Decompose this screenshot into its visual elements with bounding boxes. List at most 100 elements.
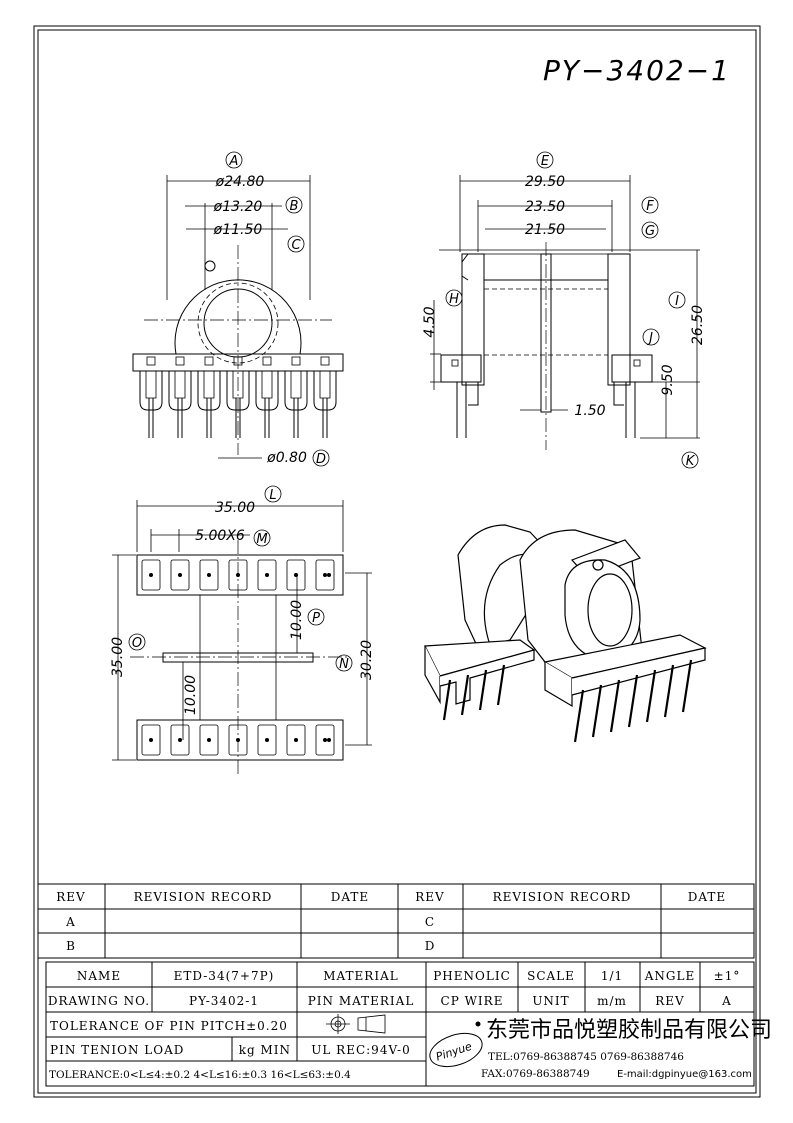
- bottom-pad-hole: [207, 573, 211, 577]
- scale-value: 1/1: [601, 969, 623, 983]
- company-email: E-mail:dgpinyue@163.com: [617, 1069, 752, 1080]
- balloon-p: P: [312, 611, 320, 626]
- svg-text:Pinyue: Pinyue: [434, 1040, 473, 1064]
- pin-tension-value: kg MIN: [239, 1043, 291, 1057]
- inner-frame: [37, 29, 757, 1094]
- bottom-pad-hole: [323, 738, 327, 742]
- balloon-g: G: [645, 224, 655, 239]
- side-view: 29.50 23.50 21.50 26.50 9.50 4.50 1.50 E…: [422, 151, 706, 469]
- bottom-pad: [141, 724, 161, 756]
- bottom-pad-hole: [178, 573, 182, 577]
- drawing-no-value: PY-3402-1: [189, 994, 259, 1008]
- dim-value-c: ø11.50: [213, 222, 263, 238]
- bottom-pad-hole: [207, 738, 211, 742]
- bottom-pad: [257, 724, 277, 756]
- front-pin-body: [226, 371, 250, 411]
- front-pin-slot: [174, 371, 186, 399]
- pin-material-value: CP WIRE: [441, 994, 504, 1008]
- part-number-title: PY−3402−1: [543, 54, 731, 87]
- balloon-e: E: [541, 154, 550, 169]
- scale-label: SCALE: [527, 969, 575, 983]
- revision-record-header-2: REVISION RECORD: [493, 890, 632, 904]
- iso-pin: [645, 669, 657, 723]
- bottom-pad-hole: [149, 738, 153, 742]
- iso-pin: [591, 684, 603, 738]
- pin-material-label: PIN MATERIAL: [308, 994, 415, 1008]
- bottom-pad: [141, 559, 161, 591]
- front-pin-body: [313, 371, 337, 411]
- balloon-j: J: [646, 331, 653, 346]
- bottom-pad-hole: [323, 573, 327, 577]
- dim-value-a: ø24.80: [215, 174, 265, 190]
- iso-pin: [663, 664, 675, 718]
- bottom-pad: [170, 559, 190, 591]
- dim-value-m: 5.00X6: [195, 528, 245, 544]
- iso-pin: [478, 669, 488, 711]
- front-pin-hole: [262, 356, 272, 366]
- bottom-pad: [199, 724, 219, 756]
- front-pin-slot: [203, 371, 215, 399]
- bottom-pad: [315, 559, 335, 591]
- front-view: ø24.80 ø13.20 ø11.50 ø0.80 A B C D: [132, 151, 344, 467]
- dim-value-e: 29.50: [525, 174, 565, 190]
- bottom-pad-hole: [149, 573, 153, 577]
- company-name: 东莞市品悦塑胶制品有限公司: [486, 1018, 772, 1043]
- rev-value: A: [721, 994, 732, 1008]
- revision-table: REV REVISION RECORD DATE REV REVISION RE…: [37, 883, 755, 959]
- balloon-k: K: [686, 454, 696, 469]
- front-pin-body: [168, 371, 192, 411]
- iso-pin: [460, 674, 470, 716]
- iso-pin: [573, 689, 585, 743]
- front-pin-hole: [291, 356, 301, 366]
- angle-value: ±1°: [714, 969, 741, 983]
- company-tel: TEL:0769-86388745 0769-86388746: [488, 1051, 684, 1063]
- dim-value-d: ø0.80: [266, 450, 307, 466]
- dim-value-h: 4.50: [422, 306, 438, 337]
- bottom-pad: [257, 559, 277, 591]
- date-header-2: DATE: [688, 890, 726, 904]
- pin-tension-label: PIN TENION LOAD: [50, 1043, 184, 1057]
- front-pin-slot: [232, 371, 244, 399]
- material-label: MATERIAL: [323, 969, 398, 983]
- iso-pin: [627, 674, 639, 728]
- bottom-pad: [315, 724, 335, 756]
- dim-value-k: 9.50: [660, 364, 676, 395]
- front-pin-slot: [319, 371, 331, 399]
- balloon-h: H: [449, 292, 459, 307]
- front-pin-hole: [320, 356, 330, 366]
- revision-record-header-1: REVISION RECORD: [134, 890, 273, 904]
- drawing-no-label: DRAWING NO.: [48, 994, 150, 1008]
- angle-label: ANGLE: [644, 969, 695, 983]
- date-header-1: DATE: [331, 890, 369, 904]
- name-label: NAME: [77, 969, 121, 983]
- iso-pin: [609, 679, 621, 733]
- bottom-pad: [199, 559, 219, 591]
- bottom-pad-hole: [178, 738, 182, 742]
- bottom-pad-hole: [265, 738, 269, 742]
- front-pin-body: [197, 371, 221, 411]
- bottom-pad-hole: [265, 573, 269, 577]
- bottom-pad-hole: [327, 738, 331, 742]
- name-value: ETD-34(7+7P): [174, 969, 275, 983]
- projection-symbol: [326, 1014, 386, 1034]
- front-pin-slot: [290, 371, 302, 399]
- isometric-view: [424, 524, 707, 743]
- material-value: PHENOLIC: [433, 969, 511, 983]
- balloon-n: N: [339, 657, 349, 672]
- dim-value-n: 30.20: [359, 640, 375, 680]
- ul-rec: UL REC:94V-0: [311, 1043, 410, 1057]
- front-pin-hole: [175, 356, 185, 366]
- dim-value-i: 26.50: [690, 305, 706, 345]
- iso-pin: [442, 679, 452, 721]
- bottom-pad: [286, 724, 306, 756]
- bottom-view: 35.00 5.00X6 35.00 30.20 10.00 10.00 L M…: [110, 485, 375, 775]
- front-pin-body: [255, 371, 279, 411]
- iso-pin: [681, 659, 693, 713]
- bottom-pad-hole: [294, 738, 298, 742]
- balloon-i: I: [675, 294, 679, 309]
- front-pin-body: [284, 371, 308, 411]
- company-fax: FAX:0769-86388749: [481, 1068, 590, 1080]
- iso-pin: [496, 664, 506, 706]
- rev-label: REV: [655, 994, 684, 1008]
